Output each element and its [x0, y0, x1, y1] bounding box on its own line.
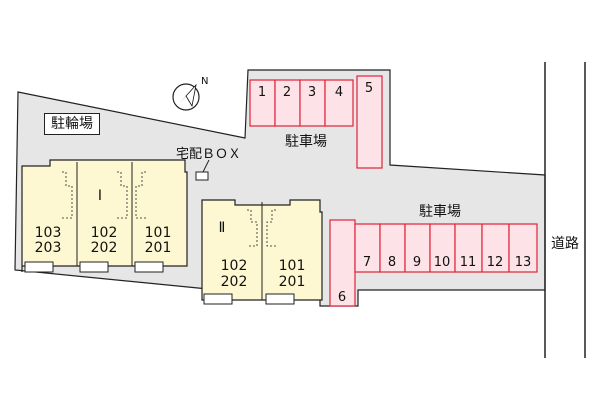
unit-upper: 203: [35, 240, 62, 256]
delivery-box-leader: [202, 159, 210, 173]
slot-number: 5: [365, 81, 373, 96]
parking-top: 1 2 3 4 5 駐車場: [249, 75, 383, 169]
building-name: Ⅱ: [219, 220, 226, 236]
building-1: Ⅰ 103 203 102 202 101 201: [21, 159, 188, 273]
building-2: Ⅱ 102 202 101 201: [201, 199, 323, 305]
unit-entrance: [79, 261, 109, 273]
north-arrow-icon: N: [172, 76, 208, 111]
stair-dashed: [62, 171, 73, 219]
parking-label-top: 駐車場: [285, 133, 327, 150]
unit-lower: 103: [35, 225, 62, 241]
parking-slot: [274, 79, 301, 127]
unit-lower: 102: [221, 258, 248, 274]
parking-slot: [249, 79, 276, 127]
stair-dashed: [135, 171, 146, 219]
slot-number: 9: [413, 255, 421, 270]
parking-right: 6 7 8 9 10 11 12 13 駐車場: [329, 203, 538, 307]
slot-number: 13: [515, 255, 532, 270]
delivery-box-label: 宅配ＢＯＸ: [176, 147, 241, 162]
slot-number: 10: [434, 255, 451, 270]
slot-number: 8: [388, 255, 396, 270]
bicycle-parking-label: 駐輪場: [44, 113, 100, 135]
unit-lower: 101: [279, 258, 306, 274]
unit-entrance: [134, 261, 164, 273]
parking-slot: [356, 75, 383, 169]
building-name: Ⅰ: [98, 188, 102, 204]
parking-label-right: 駐車場: [419, 203, 461, 220]
unit-upper: 201: [279, 274, 306, 290]
parking-slot: [379, 223, 406, 273]
slot-number: 1: [258, 85, 266, 100]
parking-slot: [508, 223, 538, 273]
unit-entrance: [265, 293, 295, 305]
slot-number: 3: [308, 85, 316, 100]
unit-upper: 202: [221, 274, 248, 290]
slot-number: 6: [338, 290, 346, 305]
slot-number: 7: [363, 255, 371, 270]
slot-number: 4: [335, 85, 343, 100]
unit-entrance: [24, 261, 54, 273]
parking-slot: [454, 223, 483, 273]
unit-lower: 101: [145, 225, 172, 241]
delivery-box-marker: [195, 171, 209, 181]
parking-slot: [354, 223, 381, 273]
parking-slot: [429, 223, 456, 273]
slot-number: 11: [460, 255, 477, 270]
unit-entrance: [203, 293, 233, 305]
parking-slot: [481, 223, 510, 273]
slot-number: 2: [283, 85, 291, 100]
unit-upper: 201: [145, 240, 172, 256]
stair-dashed: [117, 171, 128, 219]
unit-upper: 202: [91, 240, 118, 256]
parking-slot: [324, 79, 354, 127]
north-label: N: [201, 76, 208, 87]
parking-slot: [329, 219, 356, 307]
unit-lower: 102: [91, 225, 118, 241]
slot-number: 12: [487, 255, 504, 270]
road-label: 道路: [551, 236, 579, 252]
